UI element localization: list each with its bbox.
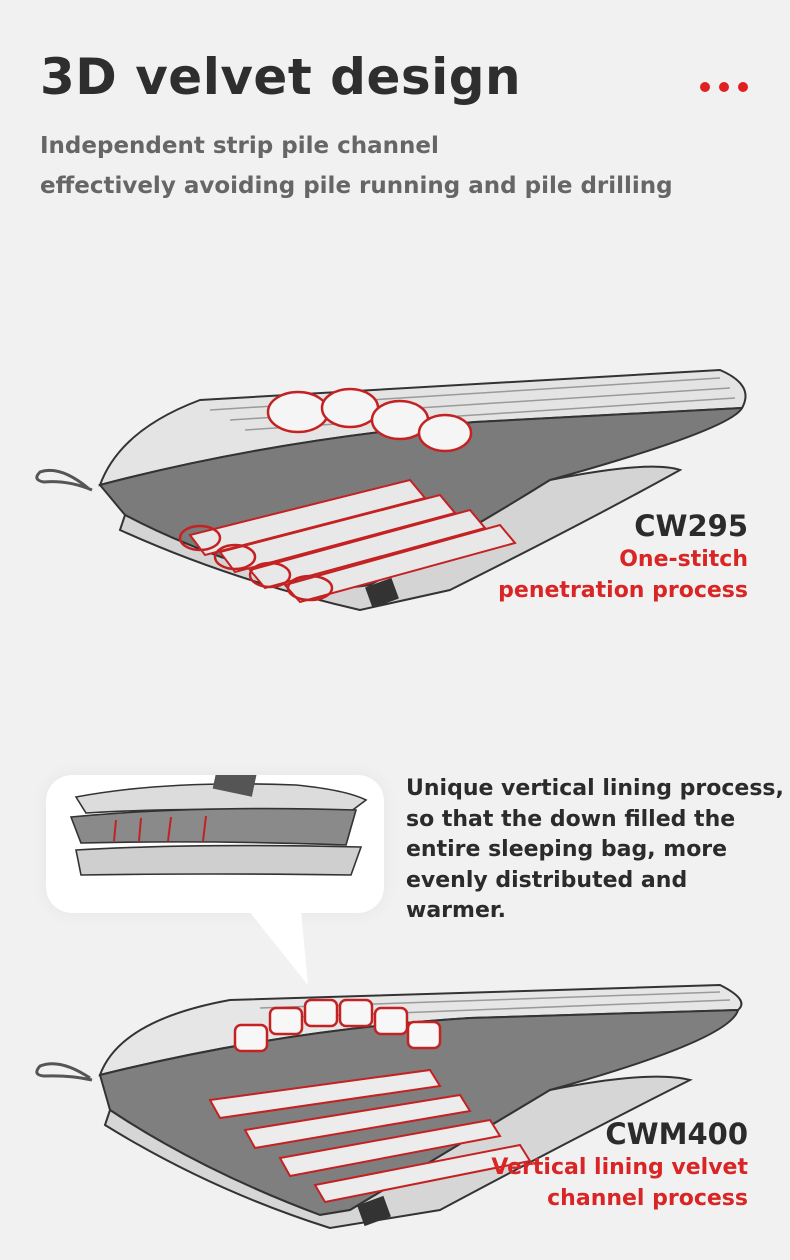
lining-callout-bubble: [46, 749, 384, 913]
description-line-4: evenly distributed and: [406, 867, 688, 893]
cwm400-caption: CWM400 Vertical lining velvet channel pr…: [491, 1116, 748, 1214]
model-name: CWM400: [605, 1117, 748, 1151]
process-line-2: penetration process: [498, 578, 748, 603]
subtitle-line-2: effectively avoiding pile running and pi…: [40, 173, 673, 199]
dot: [719, 82, 729, 92]
description-line-5: warmer.: [406, 898, 506, 923]
sleeping-bag-cw295-illustration: [35, 368, 747, 612]
page-title: 3D velvet design: [40, 48, 522, 106]
menu-dots-icon: [700, 82, 748, 92]
cw295-caption: CW295 One-stitch penetration process: [498, 508, 748, 606]
sleeping-bag-cwm400-illustration: [35, 983, 743, 1230]
dot: [700, 82, 710, 92]
subtitle-line-1: Independent strip pile channel: [40, 133, 439, 159]
description-line-3: entire sleeping bag, more: [406, 837, 728, 862]
description-line-2: so that the down filled the: [406, 806, 736, 832]
bubble-tail: [240, 900, 308, 985]
model-name: CW295: [634, 509, 748, 543]
description-line-1: Unique vertical lining process,: [406, 776, 784, 801]
lining-layers-illustration: [69, 749, 368, 876]
process-line-2: channel process: [547, 1186, 748, 1211]
dot: [738, 82, 748, 92]
process-line-1: One-stitch: [619, 547, 748, 572]
subtitle: Independent strip pile channel effective…: [40, 126, 760, 206]
lining-description: Unique vertical lining process, so that …: [406, 774, 784, 927]
process-line-1: Vertical lining velvet: [491, 1155, 748, 1180]
